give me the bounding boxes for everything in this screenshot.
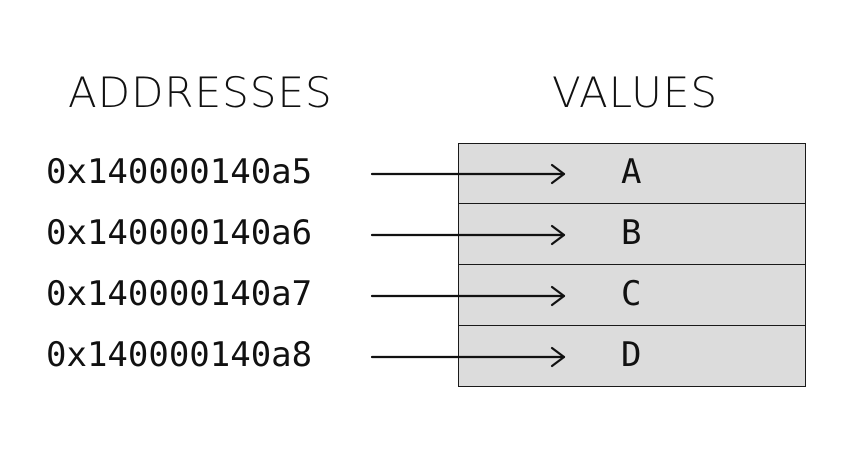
value-label: B — [621, 213, 642, 253]
arrow-right-icon — [370, 224, 566, 246]
address-label: 0x140000140a8 — [46, 335, 313, 375]
values-heading: VALUES — [552, 68, 719, 117]
address-label: 0x140000140a7 — [46, 274, 313, 314]
memory-row: 0x140000140a8 D — [0, 326, 860, 387]
arrow-right-icon — [370, 163, 566, 185]
address-label: 0x140000140a6 — [46, 213, 313, 253]
memory-row: 0x140000140a6 B — [0, 204, 860, 265]
value-label: C — [621, 274, 642, 314]
memory-row: 0x140000140a7 C — [0, 265, 860, 326]
value-label: D — [621, 335, 642, 375]
arrow-right-icon — [370, 346, 566, 368]
value-label: A — [621, 152, 642, 192]
memory-row: 0x140000140a5 A — [0, 143, 860, 204]
address-label: 0x140000140a5 — [46, 152, 313, 192]
addresses-heading: ADDRESSES — [68, 68, 333, 117]
arrow-right-icon — [370, 285, 566, 307]
